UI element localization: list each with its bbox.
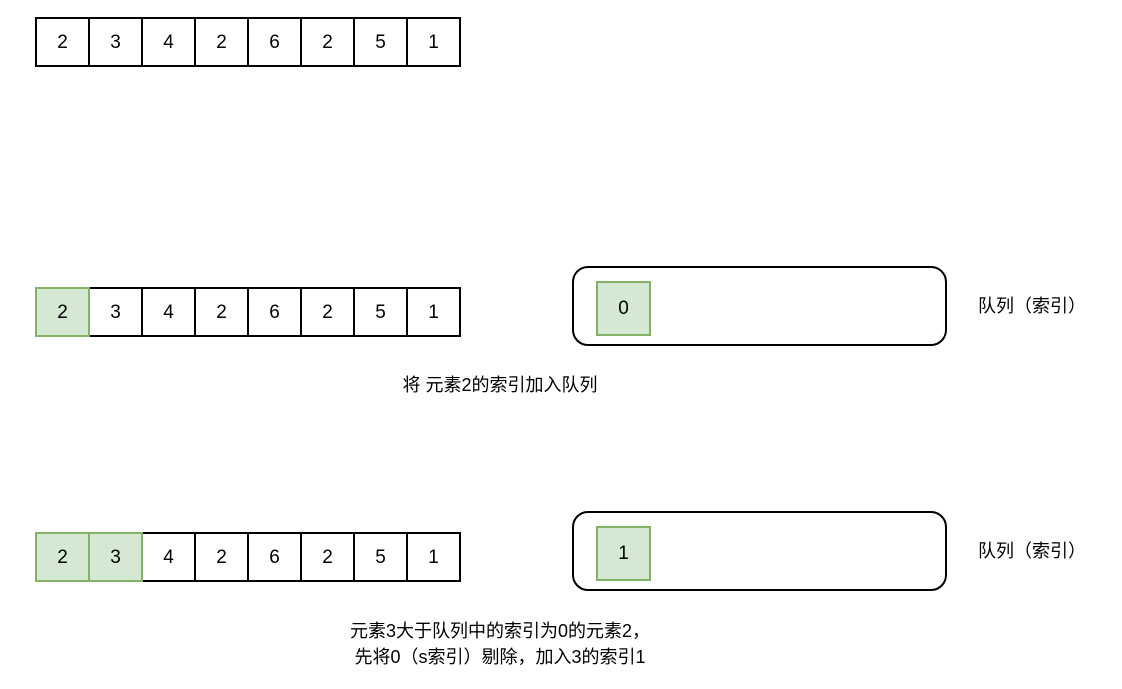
array-cell: 2 bbox=[194, 17, 249, 67]
caption-line: 先将0（s索引）剔除，加入3的索引1 bbox=[354, 647, 646, 667]
array-cell: 3 bbox=[88, 17, 143, 67]
array-cell: 2 bbox=[35, 17, 90, 67]
initial-array: 2 3 4 2 6 2 5 1 bbox=[35, 17, 461, 67]
array-cell: 1 bbox=[406, 532, 461, 582]
array-cell: 6 bbox=[247, 17, 302, 67]
caption-line: 元素3大于队列中的索引为0的元素2， bbox=[349, 621, 651, 641]
queue-label: 队列（索引） bbox=[978, 296, 1086, 316]
array-cell: 1 bbox=[406, 17, 461, 67]
array-cell: 4 bbox=[141, 17, 196, 67]
step1-array: 2 3 4 2 6 2 5 1 bbox=[35, 287, 461, 337]
queue-box-step2: 1 bbox=[572, 511, 947, 591]
array-cell: 5 bbox=[353, 287, 408, 337]
array-cell: 5 bbox=[353, 17, 408, 67]
array-cell: 2 bbox=[194, 532, 249, 582]
queue-item: 1 bbox=[596, 526, 651, 581]
array-cell: 6 bbox=[247, 532, 302, 582]
queue-item: 0 bbox=[596, 281, 651, 336]
array-cell: 2 bbox=[300, 532, 355, 582]
queue-box-step1: 0 bbox=[572, 266, 947, 346]
array-cell: 4 bbox=[141, 287, 196, 337]
array-cell-highlighted: 3 bbox=[88, 532, 143, 582]
array-cell: 2 bbox=[194, 287, 249, 337]
array-cell: 1 bbox=[406, 287, 461, 337]
array-cell: 4 bbox=[141, 532, 196, 582]
array-cell: 2 bbox=[300, 17, 355, 67]
array-cell: 6 bbox=[247, 287, 302, 337]
array-cell: 5 bbox=[353, 532, 408, 582]
caption-step1: 将 元素2的索引加入队列 bbox=[0, 372, 1000, 398]
array-cell-highlighted: 2 bbox=[35, 532, 90, 582]
caption-line: 将 元素2的索引加入队列 bbox=[402, 375, 598, 395]
caption-step2: 元素3大于队列中的索引为0的元素2， 先将0（s索引）剔除，加入3的索引1 bbox=[0, 618, 1000, 670]
step2-array: 2 3 4 2 6 2 5 1 bbox=[35, 532, 461, 582]
queue-label: 队列（索引） bbox=[978, 541, 1086, 561]
array-cell: 2 bbox=[300, 287, 355, 337]
array-cell-highlighted: 2 bbox=[35, 287, 90, 337]
array-cell: 3 bbox=[88, 287, 143, 337]
